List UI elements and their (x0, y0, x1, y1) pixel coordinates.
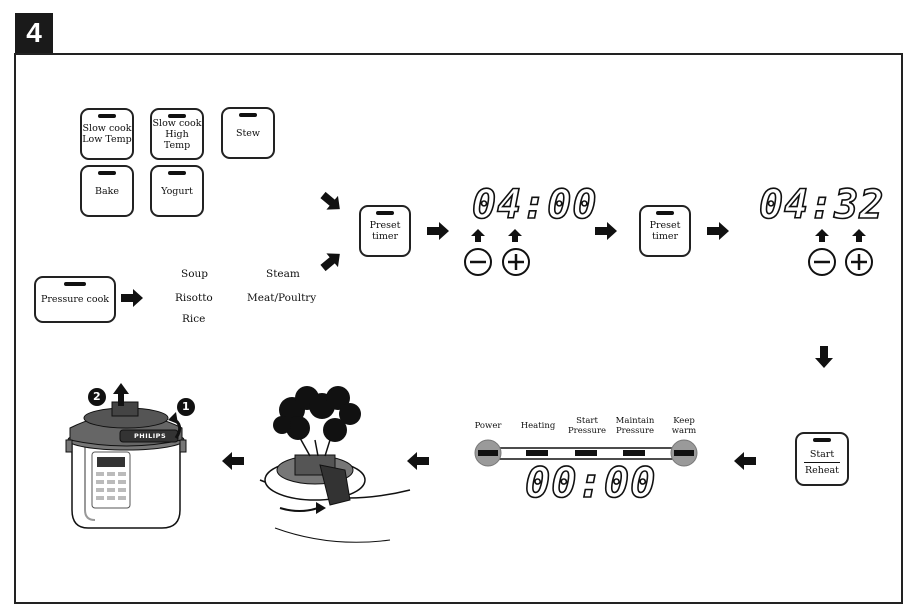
status-label-line2: Pressure (615, 426, 655, 436)
step2-marker-icon (88, 388, 106, 406)
key-label-line2: Low Temp (82, 134, 132, 145)
step1-marker-label: 1 (182, 400, 190, 413)
arrow-left-icon (222, 452, 244, 470)
lift-lid-arrow-icon (113, 383, 129, 406)
key-label-line1: Slow cook (152, 117, 202, 129)
key-label-line1: Slow cook (82, 123, 132, 134)
status-panel-display: 00:00 (524, 457, 657, 508)
arrow-down-icon (815, 346, 833, 368)
reheat-label: Reheat (805, 464, 839, 476)
key-label-line2: timer (651, 231, 679, 242)
display-hours-setting: 04:00 (471, 181, 598, 229)
key-label-line1: Preset (369, 220, 401, 231)
arrow-diagonal-down-icon (317, 188, 346, 217)
pressure-cook-key[interactable]: Pressure cook (34, 276, 116, 323)
start-reheat-key[interactable]: Start Reheat (795, 432, 849, 486)
display-colon: : (808, 181, 835, 229)
menu-option-rice: Rice (182, 313, 206, 325)
arrow-right-icon (595, 222, 617, 240)
menu-option-risotto: Risotto (175, 292, 213, 304)
key-label: Pressure cook (40, 294, 110, 305)
status-label-line1: Keep (673, 416, 695, 426)
display-minutes-setting: 04:32 (758, 181, 885, 229)
steam-cloud-icon (273, 386, 361, 442)
start-divider (804, 461, 840, 463)
step-number-badge: 4 (15, 13, 53, 53)
display-minutes-left: 04 (758, 181, 810, 229)
display-colon: : (521, 181, 548, 229)
status-label-line2: Pressure (567, 426, 607, 436)
arrow-right-icon (427, 222, 449, 240)
steam-release-valve-illustration (259, 386, 411, 543)
yogurt-key[interactable]: Yogurt (150, 165, 204, 217)
arrow-left-icon (407, 452, 429, 470)
display-hours-right: 00 (546, 181, 598, 229)
status-label-line1: Maintain (615, 416, 655, 426)
status-label-line1: Start (576, 416, 598, 426)
arrow-right-icon (121, 289, 143, 307)
status-label-heating-text: Heating (520, 421, 556, 431)
cooker-brand-label: PHILIPS (134, 432, 167, 440)
arrow-up-small-icon (815, 229, 829, 242)
status-label-power: Power (458, 421, 518, 431)
step2-marker-label: 2 (93, 390, 101, 403)
status-label-line2: warm (671, 426, 697, 436)
key-label: Yogurt (161, 185, 193, 197)
key-label-line2: High Temp (163, 128, 191, 151)
menu-option-soup: Soup (181, 268, 208, 280)
rotate-lid-arrow-icon (168, 412, 182, 439)
arrow-diagonal-up-icon (317, 246, 346, 275)
plus-button-icon[interactable] (845, 248, 873, 276)
display-hours-left: 04 (471, 181, 523, 229)
status-label-power-text: Power (474, 421, 502, 431)
arrow-up-small-icon (471, 229, 485, 242)
minus-button-icon[interactable] (464, 248, 492, 276)
arrow-left-icon (734, 452, 756, 470)
plus-button-icon[interactable] (502, 248, 530, 276)
key-label-line1: Preset (649, 220, 681, 231)
key-label: Stew (235, 127, 261, 139)
display-minutes-right: 32 (833, 181, 885, 229)
arrow-right-icon (707, 222, 729, 240)
arrow-up-small-icon (508, 229, 522, 242)
start-label: Start (809, 448, 835, 460)
arrow-up-small-icon (852, 229, 866, 242)
minus-button-icon[interactable] (808, 248, 836, 276)
key-label-line2: timer (371, 231, 399, 242)
bake-key[interactable]: Bake (80, 165, 134, 217)
key-label: Bake (94, 185, 120, 197)
stew-key[interactable]: Stew (221, 107, 275, 159)
status-label-heating: Heating (508, 421, 568, 431)
pressure-cooker-illustration (65, 383, 195, 529)
menu-option-steam: Steam (266, 268, 300, 280)
diagram-frame (14, 53, 903, 604)
step1-marker-icon (177, 398, 195, 416)
menu-option-meat-poultry: Meat/Poultry (247, 292, 317, 304)
status-indicator-strip (474, 439, 698, 467)
